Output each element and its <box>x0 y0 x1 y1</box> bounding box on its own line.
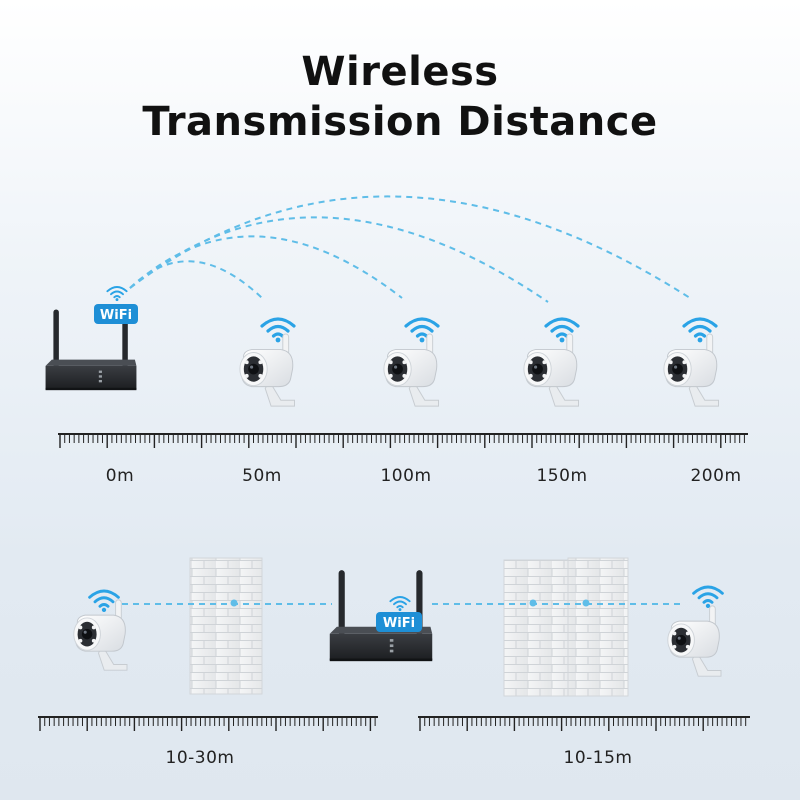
camera-150m <box>523 317 580 407</box>
wifi-signal-icon <box>404 317 440 344</box>
walls-left <box>189 557 263 695</box>
distance-label-left: 10-30m <box>165 748 235 768</box>
signal-arc-100m <box>129 235 403 299</box>
distance-label-right: 10-15m <box>563 748 633 768</box>
wifi-signal-icon <box>88 589 120 614</box>
camera-icon <box>663 333 719 407</box>
wall-pass-dot <box>529 599 537 607</box>
wifi-badge-text: WiFi <box>100 308 132 323</box>
wifi-signal-icon <box>692 585 724 610</box>
distance-label-50m: 50m <box>242 466 282 486</box>
wifi-icon <box>106 286 128 302</box>
distance-label-150m: 150m <box>536 466 588 486</box>
distance-label-0m: 0m <box>105 466 135 486</box>
walls-right <box>503 557 629 697</box>
ruler-top <box>58 433 748 448</box>
signal-arcs <box>129 195 691 303</box>
camera-100m <box>383 317 440 407</box>
wifi-signal-icon <box>260 317 296 344</box>
signal-arc-150m <box>129 216 549 303</box>
wall-pass-dot <box>582 599 590 607</box>
ruler-bottom-right <box>418 716 750 731</box>
camera-icon <box>73 599 128 671</box>
signal-arc-50m <box>129 260 263 299</box>
wifi-signal-icon <box>544 317 580 344</box>
camera-bottom-left <box>73 589 128 671</box>
ruler-bottom-left <box>38 716 378 731</box>
camera-icon <box>523 333 579 407</box>
title-line-2: Transmission Distance <box>142 99 658 145</box>
wifi-badge-bottom: WiFi <box>376 596 422 632</box>
title-line-1: Wireless <box>301 49 499 95</box>
distance-label-200m: 200m <box>690 466 742 486</box>
wifi-badge-text: WiFi <box>383 616 415 631</box>
camera-icon <box>239 333 295 407</box>
distance-label-100m: 100m <box>380 466 432 486</box>
wifi-badge-top: WiFi <box>94 286 138 324</box>
camera-200m <box>663 317 719 407</box>
wifi-icon <box>389 596 411 612</box>
camera-icon <box>667 605 722 677</box>
camera-bottom-right <box>667 585 724 677</box>
wall-pass-dot <box>230 599 238 607</box>
signal-arc-200m <box>129 195 691 299</box>
camera-50m <box>239 317 296 407</box>
camera-icon <box>383 333 439 407</box>
